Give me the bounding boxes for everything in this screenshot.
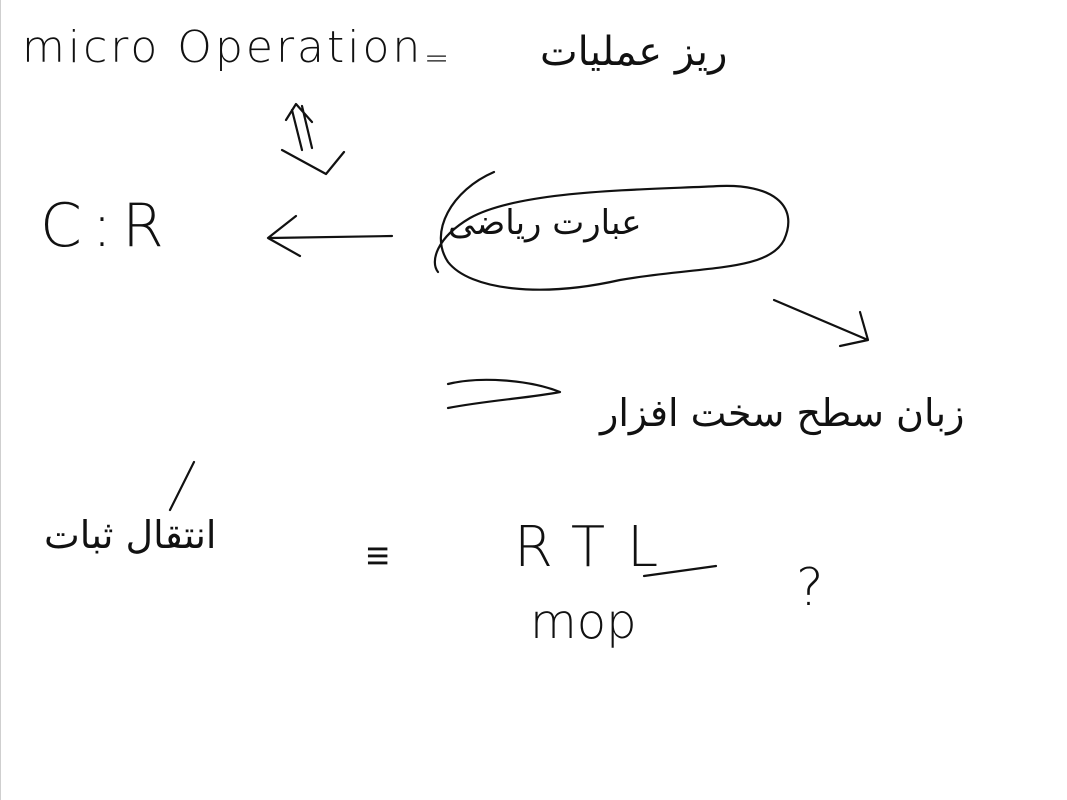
double-arrow-icon xyxy=(280,102,346,176)
rtl-trailing-stroke xyxy=(642,564,718,578)
persian-math-expression-text: عبارت ریاضی xyxy=(448,203,642,243)
equals-sign-1: = xyxy=(424,41,450,76)
left-arrow-icon xyxy=(266,214,394,258)
cr-text: C:R xyxy=(40,191,174,261)
rtl-text: RTL xyxy=(514,515,681,580)
persian-register-transfer-text: انتقال ثبات xyxy=(44,513,217,557)
ellipse-outline xyxy=(433,170,790,291)
persian-hardware-level-language-text: زبان سطح سخت افزار xyxy=(600,391,965,435)
question-mark: ? xyxy=(796,558,824,618)
underline-stroke xyxy=(446,378,562,410)
slash-stroke xyxy=(168,460,196,512)
equivalence-sign: ≡ xyxy=(366,533,390,579)
persian-micro-operation-text: ریز عملیات xyxy=(540,29,728,75)
page-edge-divider xyxy=(0,0,1,800)
mop-text: mop xyxy=(530,594,637,650)
down-right-arrow-icon xyxy=(772,298,870,348)
micro-operation-text: micro Operation xyxy=(22,22,424,73)
